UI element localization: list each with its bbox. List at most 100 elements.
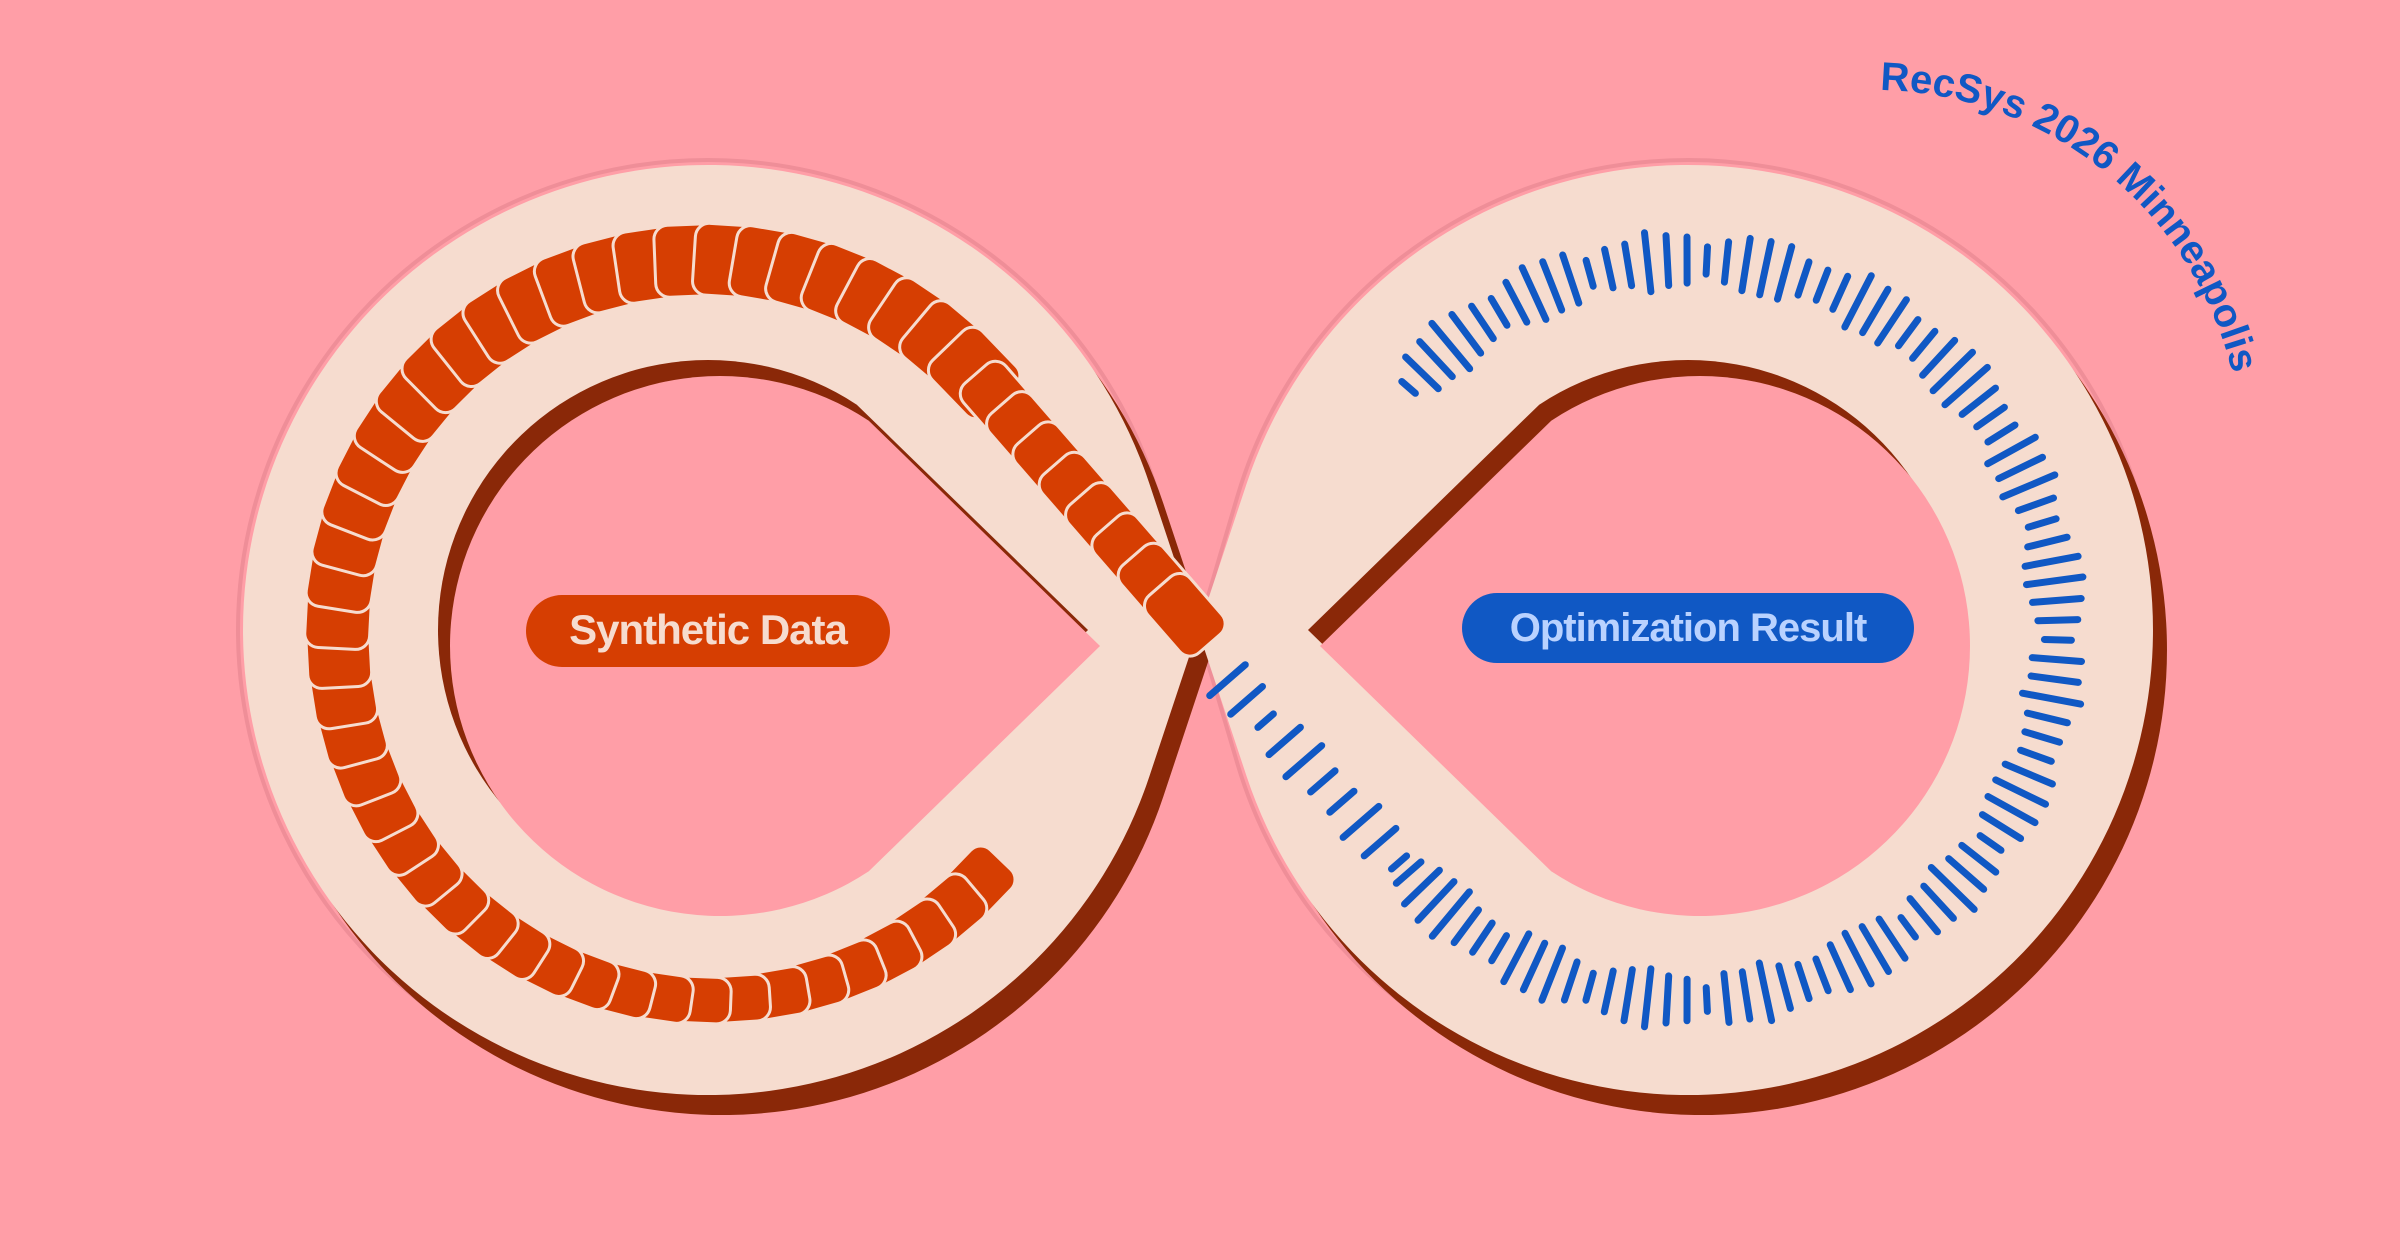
waveform-bar <box>2019 689 2085 708</box>
waveform-bar <box>1874 296 1910 347</box>
waveform-bar <box>1720 970 1733 1026</box>
optimization-result-label: Optimization Result <box>1510 606 1867 650</box>
waveform-bar <box>1500 930 1533 986</box>
waveform-bar <box>2024 533 2071 551</box>
waveform-bar <box>1755 959 1776 1025</box>
waveform-bar <box>1756 238 1775 299</box>
waveform-bar <box>1402 353 1442 393</box>
waveform-bar <box>1538 944 1566 1004</box>
waveform-bar <box>2023 709 2071 727</box>
waveform-bar <box>1909 327 1939 362</box>
waveform-bar <box>1582 256 1597 290</box>
waveform-bar <box>1973 403 2008 431</box>
synthetic-data-label: Synthetic Data <box>569 606 848 653</box>
waveform-bar <box>1702 243 1711 278</box>
waveform-bar <box>1702 984 1711 1015</box>
waveform-bar <box>1601 245 1617 292</box>
waveform-bar <box>2028 654 2085 665</box>
waveform-bar <box>1738 234 1754 295</box>
waveform-bar <box>1448 311 1485 357</box>
waveform-bars-icon <box>1206 229 2087 1031</box>
waveform-bar <box>1468 302 1497 343</box>
waveform-bar <box>1401 866 1443 908</box>
waveform-bar <box>1774 243 1796 303</box>
waveform-bar <box>2021 552 2082 570</box>
waveform-bar <box>1488 932 1510 965</box>
waveform-bar <box>1958 841 2000 876</box>
waveform-bar <box>1920 882 1957 922</box>
waveform-bar <box>1519 939 1549 994</box>
waveform-bar <box>1600 967 1617 1016</box>
waveform-bar <box>2021 728 2063 746</box>
waveform-bar <box>2029 595 2085 606</box>
waveform-bar <box>1945 855 1988 893</box>
waveform-bar <box>1620 966 1636 1025</box>
waveform-bar <box>1984 421 2019 446</box>
waveform-bar <box>1641 229 1655 296</box>
waveform-bar <box>1621 240 1636 290</box>
waveform-bar <box>1976 832 2005 854</box>
waveform-bar <box>2014 494 2057 515</box>
waveform-bar <box>1662 972 1673 1027</box>
waveform-bar <box>1539 258 1566 314</box>
waveform-bar <box>1794 258 1813 299</box>
waveform-bar <box>1826 941 1854 994</box>
waveform-bar <box>2027 672 2082 686</box>
waveform-bar <box>1469 919 1496 956</box>
waveform-bar <box>2017 746 2055 765</box>
waveform-bar <box>1227 683 1266 718</box>
waveform-bar <box>1999 471 2059 501</box>
waveform-bar <box>1794 960 1813 1003</box>
synthetic-data-pill: Synthetic Data <box>526 595 890 667</box>
waveform-bar <box>1941 363 1991 409</box>
waveform-bar <box>1392 858 1425 887</box>
waveform-bar <box>1282 742 1326 781</box>
waveform-bar <box>1487 295 1511 329</box>
waveform-bar <box>1738 968 1754 1023</box>
waveform-bar <box>1775 962 1794 1012</box>
optimization-result-pill-bg <box>1462 593 1914 663</box>
waveform-bar <box>1858 923 1892 975</box>
segmented-ribbon-icon <box>303 221 1227 1026</box>
waveform-bar <box>1958 384 1999 418</box>
waveform-bar <box>1662 232 1673 289</box>
ribbon-segment <box>1142 572 1227 658</box>
waveform-bar <box>1502 278 1531 326</box>
waveform-bar <box>1978 811 2025 842</box>
waveform-bar <box>1206 661 1249 700</box>
waveform-bar <box>1895 316 1922 350</box>
waveform-bar <box>1720 238 1733 286</box>
waveform-bar <box>1984 433 2039 468</box>
waveform-bar <box>1641 965 1655 1031</box>
waveform-bar <box>1265 723 1304 759</box>
waveform-bar <box>1388 852 1411 873</box>
waveform-bar <box>2024 515 2060 531</box>
waveform-bar <box>1875 915 1909 962</box>
waveform-bar <box>1841 272 1875 331</box>
waveform-bar <box>1927 864 1978 913</box>
waveform-bar <box>2034 616 2082 625</box>
waveform-bar <box>1414 878 1458 924</box>
waveform-bar <box>1416 338 1456 381</box>
waveform-bar <box>1897 914 1919 941</box>
waveform-bar <box>1812 266 1832 304</box>
waveform-bar <box>1906 895 1941 936</box>
waveform-bar <box>1995 453 2046 483</box>
waveform-bar <box>2040 636 2075 644</box>
waveform-bar <box>1984 793 2039 827</box>
waveform-bar <box>1307 767 1339 796</box>
optimization-result-pill: Optimization Result <box>1462 593 1914 663</box>
waveform-bar <box>1518 264 1550 323</box>
waveform-bar <box>1841 929 1875 988</box>
waveform-bar <box>1428 888 1473 940</box>
waveform-bar <box>1254 710 1277 731</box>
waveform-bar <box>1398 378 1419 397</box>
waveform-bar <box>1339 802 1383 841</box>
waveform-bar <box>2001 760 2056 788</box>
waveform-bar <box>2023 573 2087 589</box>
waveform-bar <box>1859 285 1892 337</box>
waveform-bar <box>1450 906 1482 947</box>
waveform-bar <box>1829 272 1852 313</box>
waveform-bar <box>1560 958 1581 1004</box>
